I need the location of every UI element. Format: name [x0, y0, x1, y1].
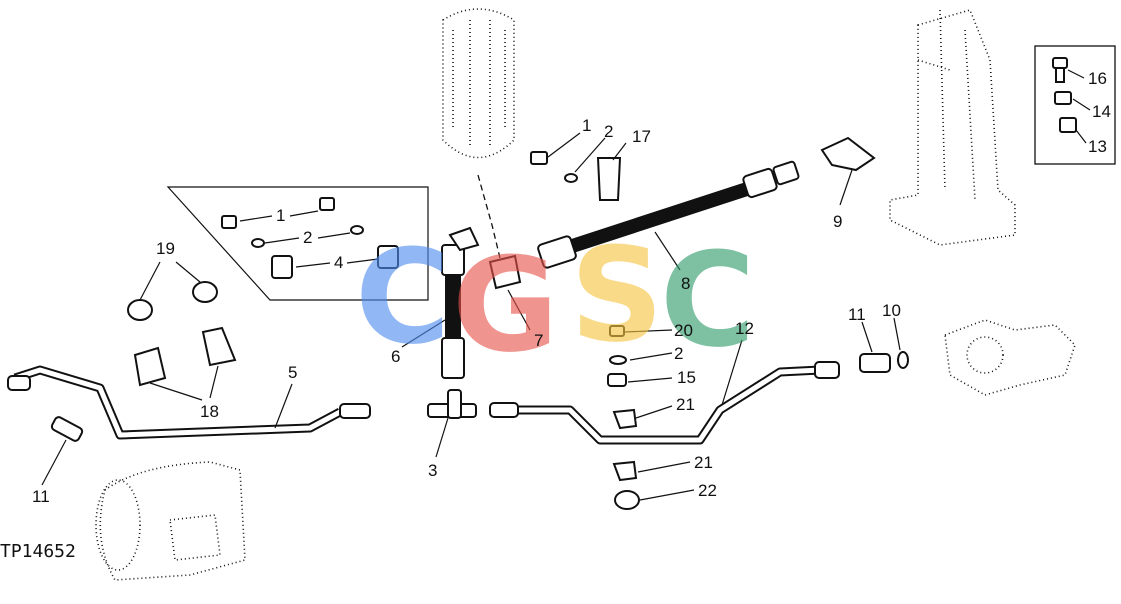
callout-4: 4 [334, 253, 343, 272]
callout-13: 13 [1088, 137, 1107, 156]
tube-12 [489, 361, 840, 445]
callout-2c: 2 [674, 344, 683, 363]
callout-9: 9 [833, 212, 842, 231]
callout-8: 8 [681, 274, 690, 293]
callout-21a: 21 [676, 395, 695, 414]
fitting-11-right [859, 351, 909, 373]
callout-14: 14 [1092, 102, 1111, 121]
inset-box-right [1034, 45, 1116, 165]
callout-21b: 21 [694, 453, 713, 472]
brackets-18 [133, 326, 237, 387]
fitting-11-left [50, 416, 84, 442]
elbow-9 [820, 136, 876, 172]
inset-parts [221, 197, 399, 279]
callout-3: 3 [428, 461, 437, 480]
callout-5: 5 [288, 363, 297, 382]
callout-20: 20 [674, 321, 693, 340]
dotted-cylinder [442, 8, 515, 159]
clamps-19 [127, 281, 218, 321]
callout-7: 7 [534, 331, 543, 350]
watermark: C G S C [355, 219, 755, 381]
callout-16: 16 [1088, 69, 1107, 88]
inset-right-parts [1052, 57, 1077, 133]
dashed-line [477, 174, 501, 259]
figure-id: TP14652 [0, 541, 76, 562]
callouts: 1 2 17 1 2 4 19 18 5 11 6 7 3 8 9 20 2 1… [32, 69, 1111, 506]
hose-6 [441, 226, 480, 379]
callout-2a: 2 [604, 122, 613, 141]
callout-12: 12 [735, 319, 754, 338]
callout-6: 6 [391, 347, 400, 366]
elbow-7 [488, 254, 522, 290]
callout-18: 18 [200, 402, 219, 421]
callout-11b: 11 [848, 305, 866, 324]
parts-1-2-17 [530, 151, 622, 201]
watermark-letter-c1: C [355, 221, 450, 373]
watermark-letter-c2: C [660, 224, 755, 376]
callout-10: 10 [882, 301, 901, 320]
callout-15: 15 [677, 368, 696, 387]
tee-3 [427, 389, 477, 419]
callout-17: 17 [632, 127, 651, 146]
leader-lines [41, 69, 1091, 501]
dotted-pump-right [944, 319, 1076, 396]
small-parts-center [607, 325, 640, 510]
callout-1a: 1 [582, 116, 591, 135]
callout-19: 19 [156, 239, 175, 258]
tube-5 [7, 365, 371, 440]
dotted-frame-right [889, 9, 1016, 246]
callout-1b: 1 [276, 206, 285, 225]
inset-box-left [166, 186, 429, 301]
watermark-letter-g: G [452, 229, 559, 381]
watermark-letter-s: S [570, 219, 664, 371]
callout-11a: 11 [32, 487, 50, 506]
hose-8 [537, 160, 800, 269]
dotted-motor [95, 461, 246, 581]
callout-2b: 2 [303, 228, 312, 247]
callout-22: 22 [698, 481, 717, 500]
